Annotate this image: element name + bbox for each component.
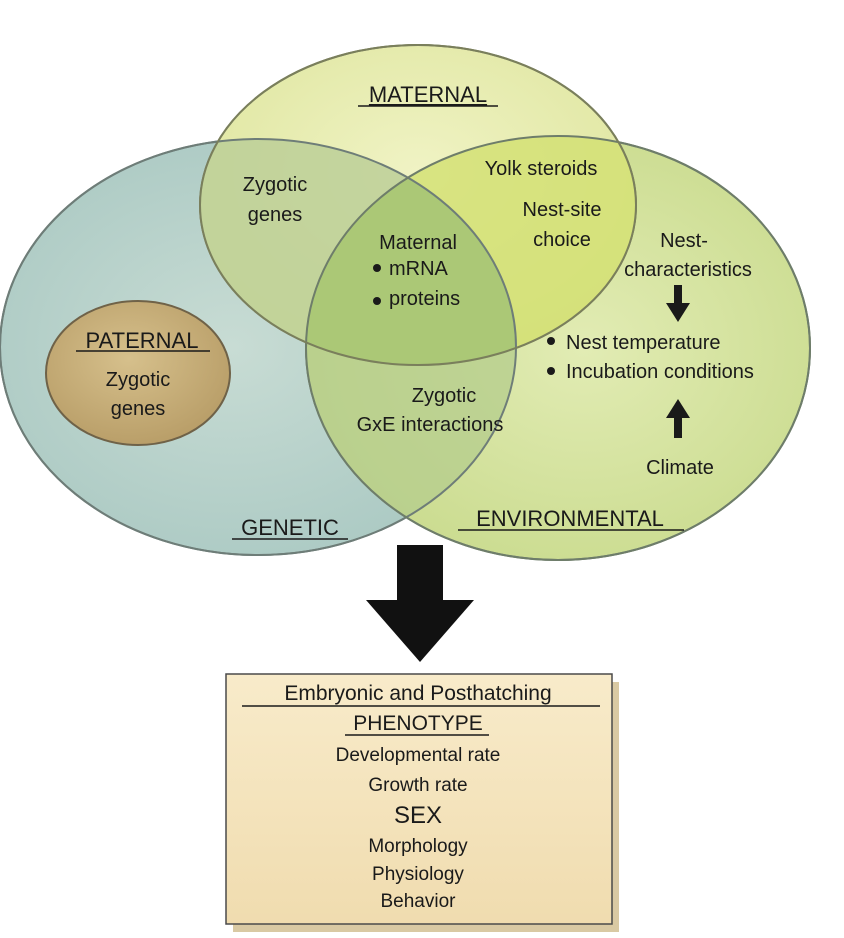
phenotype-title: Embryonic and Posthatching	[284, 682, 551, 705]
bullet-dot	[373, 297, 381, 305]
phenotype-item: Growth rate	[368, 775, 467, 796]
phenotype-item: Morphology	[368, 836, 468, 857]
nest-line2: characteristics	[624, 259, 752, 281]
choice-label: choice	[533, 229, 591, 251]
nest-line1: Nest-	[660, 230, 708, 252]
climate-label: Climate	[646, 457, 714, 479]
big-arrow-down-icon	[366, 545, 474, 662]
bullet-dot	[547, 367, 555, 375]
bullet-dot	[373, 264, 381, 272]
center-item-proteins: proteins	[389, 288, 460, 310]
arrow-down-icon	[666, 285, 690, 322]
paternal-line2: genes	[111, 398, 166, 420]
phenotype-item: Physiology	[372, 864, 464, 885]
phenotype-item: Developmental rate	[336, 745, 501, 766]
yolk-steroids-label: Yolk steroids	[485, 158, 598, 180]
center-title: Maternal	[379, 232, 457, 254]
env-item-nest-temperature: Nest temperature	[566, 332, 721, 354]
phenotype-box	[225, 673, 619, 932]
bullet-dot	[547, 337, 555, 345]
maternal-genetic-line2: genes	[248, 204, 303, 226]
phenotype-item: Behavior	[381, 891, 457, 912]
paternal-line1: Zygotic	[106, 369, 170, 391]
maternal-genetic-line1: Zygotic	[243, 174, 307, 196]
center-overlap	[306, 139, 516, 365]
maternal-label: MATERNAL	[369, 82, 487, 107]
gxe-line2: GxE interactions	[357, 414, 504, 436]
phenotype-subtitle: PHENOTYPE	[353, 712, 483, 735]
nest-site-label: Nest-site	[523, 199, 602, 221]
arrow-up-icon	[666, 399, 690, 438]
environmental-label: ENVIRONMENTAL	[476, 506, 664, 531]
env-item-incubation: Incubation conditions	[566, 361, 754, 383]
gxe-line1: Zygotic	[412, 385, 476, 407]
center-item-mrna: mRNA	[389, 258, 449, 280]
paternal-circle	[45, 300, 231, 446]
paternal-label: PATERNAL	[86, 328, 199, 353]
phenotype-item-sex: SEX	[394, 802, 442, 829]
genetic-label: GENETIC	[241, 515, 339, 540]
